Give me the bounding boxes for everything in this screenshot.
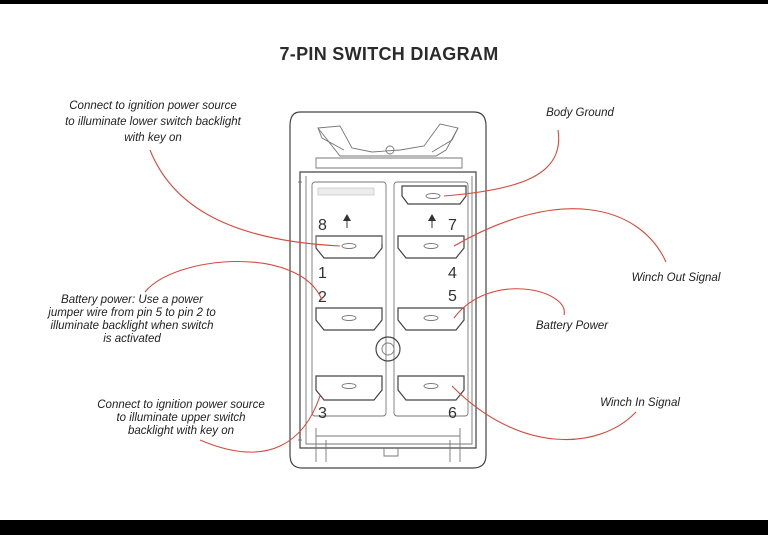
label-ignition-lower-line-1: Connect to ignition power source [69, 100, 237, 112]
terminal-pin-8 [315, 235, 383, 259]
terminal-pin-3 [315, 375, 383, 401]
label-battery-jumper: Battery power: Use a power jumper wire f… [46, 294, 216, 345]
leader-line-ignition-upper [199, 395, 321, 453]
terminal-pin-5 [397, 307, 465, 331]
label-battery-jumper-line-2: jumper wire from pin 5 to pin 2 to [46, 307, 216, 319]
label-ignition-lower: Connect to ignition power source to illu… [65, 100, 242, 144]
arrow-up-icon [343, 214, 351, 228]
pin-6-number: 6 [448, 405, 457, 422]
label-ignition-lower-line-2: to illuminate lower switch backlight [65, 116, 242, 128]
pin-7-number: 7 [448, 217, 457, 234]
leader-line-winch-in [451, 385, 637, 441]
pin-4-number: 4 [448, 265, 457, 282]
pin-2-number: 2 [318, 289, 327, 306]
arrow-up-icon [428, 214, 436, 228]
label-battery-jumper-line-3: illuminate backlight when switch [51, 320, 214, 332]
label-ignition-upper: Connect to ignition power source to illu… [97, 399, 265, 437]
page-background [0, 4, 768, 520]
terminal-pin-2 [315, 307, 383, 331]
pin-1-number: 1 [318, 265, 327, 282]
label-winch-in-signal: Winch In Signal [600, 397, 680, 409]
leader-line-body-ground [443, 129, 560, 197]
label-body-ground: Body Ground [546, 107, 614, 119]
rocker-switch [289, 111, 487, 469]
pin-5-number: 5 [448, 288, 457, 305]
label-winch-out-signal: Winch Out Signal [632, 272, 721, 284]
pin-8-number: 8 [318, 217, 327, 234]
leader-line-battery-power [453, 288, 565, 319]
label-battery-jumper-line-1: Battery power: Use a power [61, 294, 204, 306]
indicator-window [317, 187, 375, 196]
label-ignition-upper-line-1: Connect to ignition power source [97, 399, 265, 411]
center-hole [375, 336, 401, 362]
leader-line-ignition-lower [149, 149, 341, 247]
label-battery-jumper-line-4: is activated [103, 333, 161, 345]
pin-3-number: 3 [318, 405, 327, 422]
terminal-pin-6 [397, 375, 465, 401]
label-battery-power: Battery Power [536, 320, 609, 332]
leader-line-battery-jumper [144, 260, 323, 301]
label-ignition-upper-line-3: backlight with key on [128, 425, 234, 437]
leader-line-winch-out [453, 208, 667, 263]
label-ignition-upper-line-2: to illuminate upper switch [116, 412, 245, 424]
terminal-pin-7 [397, 235, 465, 259]
terminal-top-right [401, 185, 467, 205]
diagram-title: 7-PIN SWITCH DIAGRAM [280, 44, 499, 64]
label-ignition-lower-line-3: with key on [124, 132, 182, 144]
